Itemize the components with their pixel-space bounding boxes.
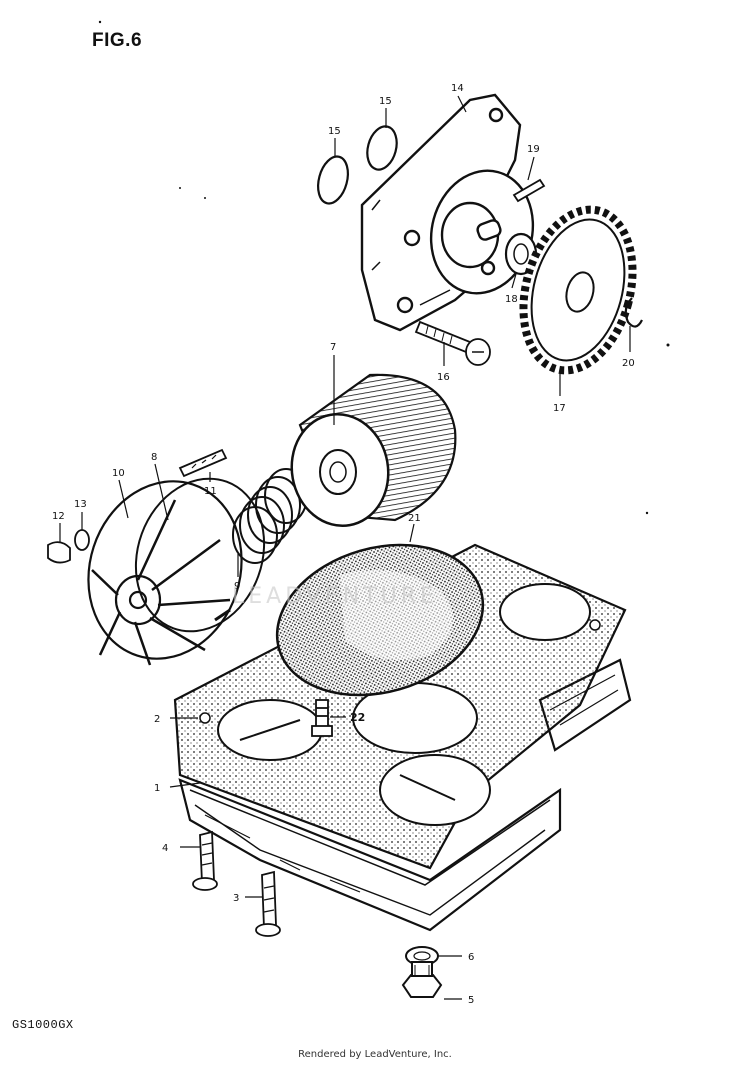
callout-3: 3 [233,893,239,904]
oil-pump-driven-gear [519,205,637,375]
pump-washer [504,232,538,276]
callout-4: 4 [162,843,168,854]
callout-numbers: 1 2 3 4 5 6 7 8 9 10 11 12 13 14 15 15 1… [52,83,635,1006]
callout-6: 6 [468,952,474,963]
callout-15b: 15 [379,96,392,107]
gear-circlip [624,297,643,328]
callout-1: 1 [154,783,160,794]
oil-pump-body [360,93,535,332]
callout-20: 20 [622,358,635,369]
drain-plug [401,961,443,998]
oil-filter-cover [87,480,243,666]
filter-cover-o-ring [134,477,266,633]
pump-screw [414,320,491,366]
callout-14: 14 [451,83,464,94]
watermark-text: LEADVENTURE [232,584,438,609]
print-specks [98,20,670,515]
callout-15a: 15 [328,126,341,137]
callout-21: 21 [408,513,421,524]
sealing-washer [74,529,90,551]
cover-pin [178,448,228,478]
callout-12: 12 [52,511,65,522]
pump-o-ring-right [366,125,398,171]
callout-5: 5 [468,995,474,1006]
model-code: GS1000GX [12,1018,74,1032]
callout-9: 9 [234,581,240,592]
callout-11: 11 [204,486,217,497]
oil-pan [178,658,632,932]
pan-bolt-long [192,830,218,891]
callout-2: 2 [154,714,160,725]
callout-10: 10 [112,468,125,479]
cap-nut [47,541,71,564]
strainer-bolt [311,699,333,737]
callout-17: 17 [553,403,566,414]
callout-leader-lines [59,95,631,1000]
pump-o-ring-left [317,155,349,205]
callout-19: 19 [527,144,540,155]
callout-13: 13 [74,499,87,510]
render-credit: Rendered by LeadVenture, Inc. [298,1049,452,1060]
filter-spring [232,468,308,564]
callout-22: 22 [350,711,365,724]
pan-bolt-short [255,870,281,937]
callout-8: 8 [151,452,157,463]
callout-16: 16 [437,372,450,383]
figure-title: FIG.6 [92,30,143,51]
callout-18: 18 [505,294,518,305]
pump-pin [512,178,546,203]
callout-7: 7 [330,342,336,353]
oil-pan-gasket [173,543,627,870]
oil-filter-element [290,373,457,528]
oil-strainer-screen [275,543,485,697]
